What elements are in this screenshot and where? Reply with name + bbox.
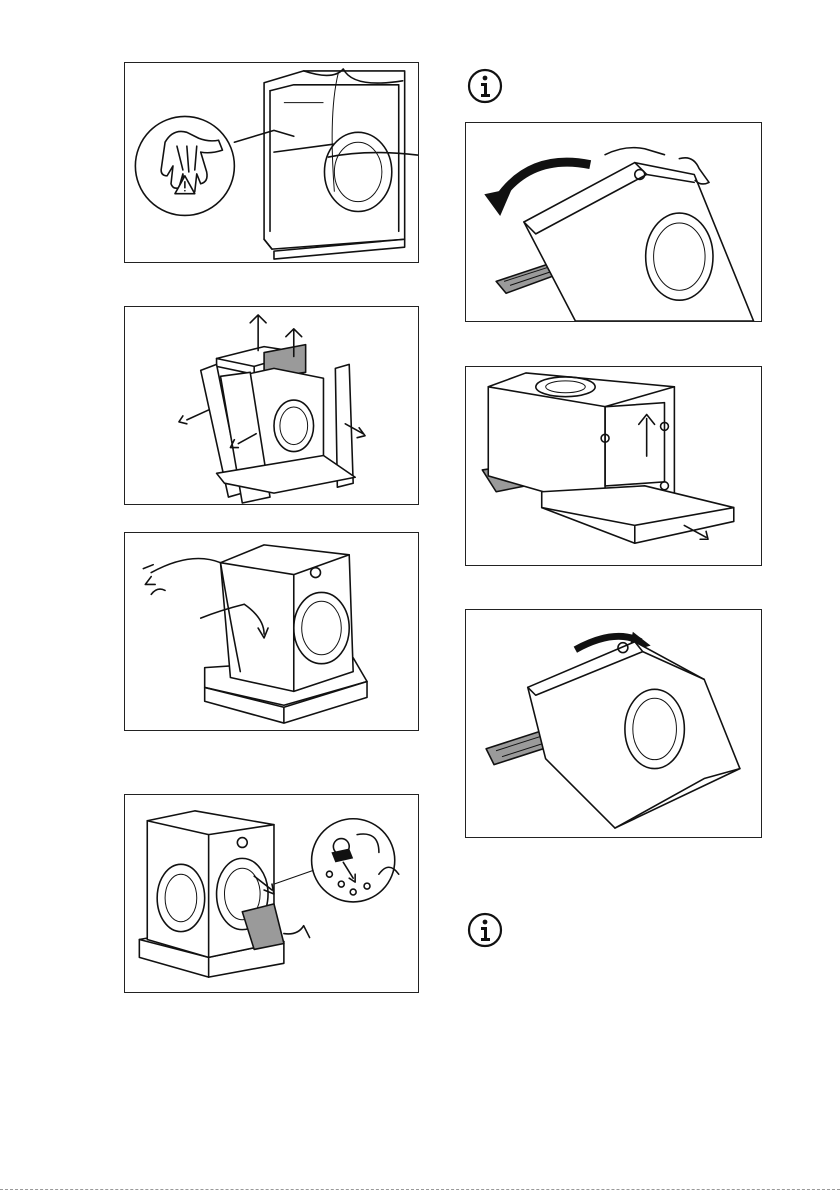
tilt-backwards-illustration — [466, 123, 761, 321]
upright-illustration — [466, 610, 761, 837]
remove-corners-illustration — [125, 307, 418, 504]
figure-remove-packaging — [124, 62, 419, 263]
accessories-detail-icon — [312, 819, 399, 902]
page-bottom-divider — [0, 1189, 840, 1190]
figure-put-machine-upright — [465, 609, 762, 838]
warning-gloves-icon — [135, 116, 234, 215]
remove-bag-illustration — [125, 533, 418, 730]
remove-packaging-illustration — [125, 63, 418, 262]
figure-remove-polystyrene-base — [465, 366, 762, 566]
figure-tilt-machine-backwards — [465, 122, 762, 322]
figure-remove-polystyrene-parts — [124, 306, 419, 505]
info-icon — [466, 911, 504, 949]
remove-base-illustration — [466, 367, 761, 565]
info-icon — [466, 67, 504, 105]
figure-remove-plastic-bag — [124, 532, 419, 731]
figure-remove-drum-accessories — [124, 794, 419, 993]
drum-accessories-illustration — [125, 795, 418, 992]
